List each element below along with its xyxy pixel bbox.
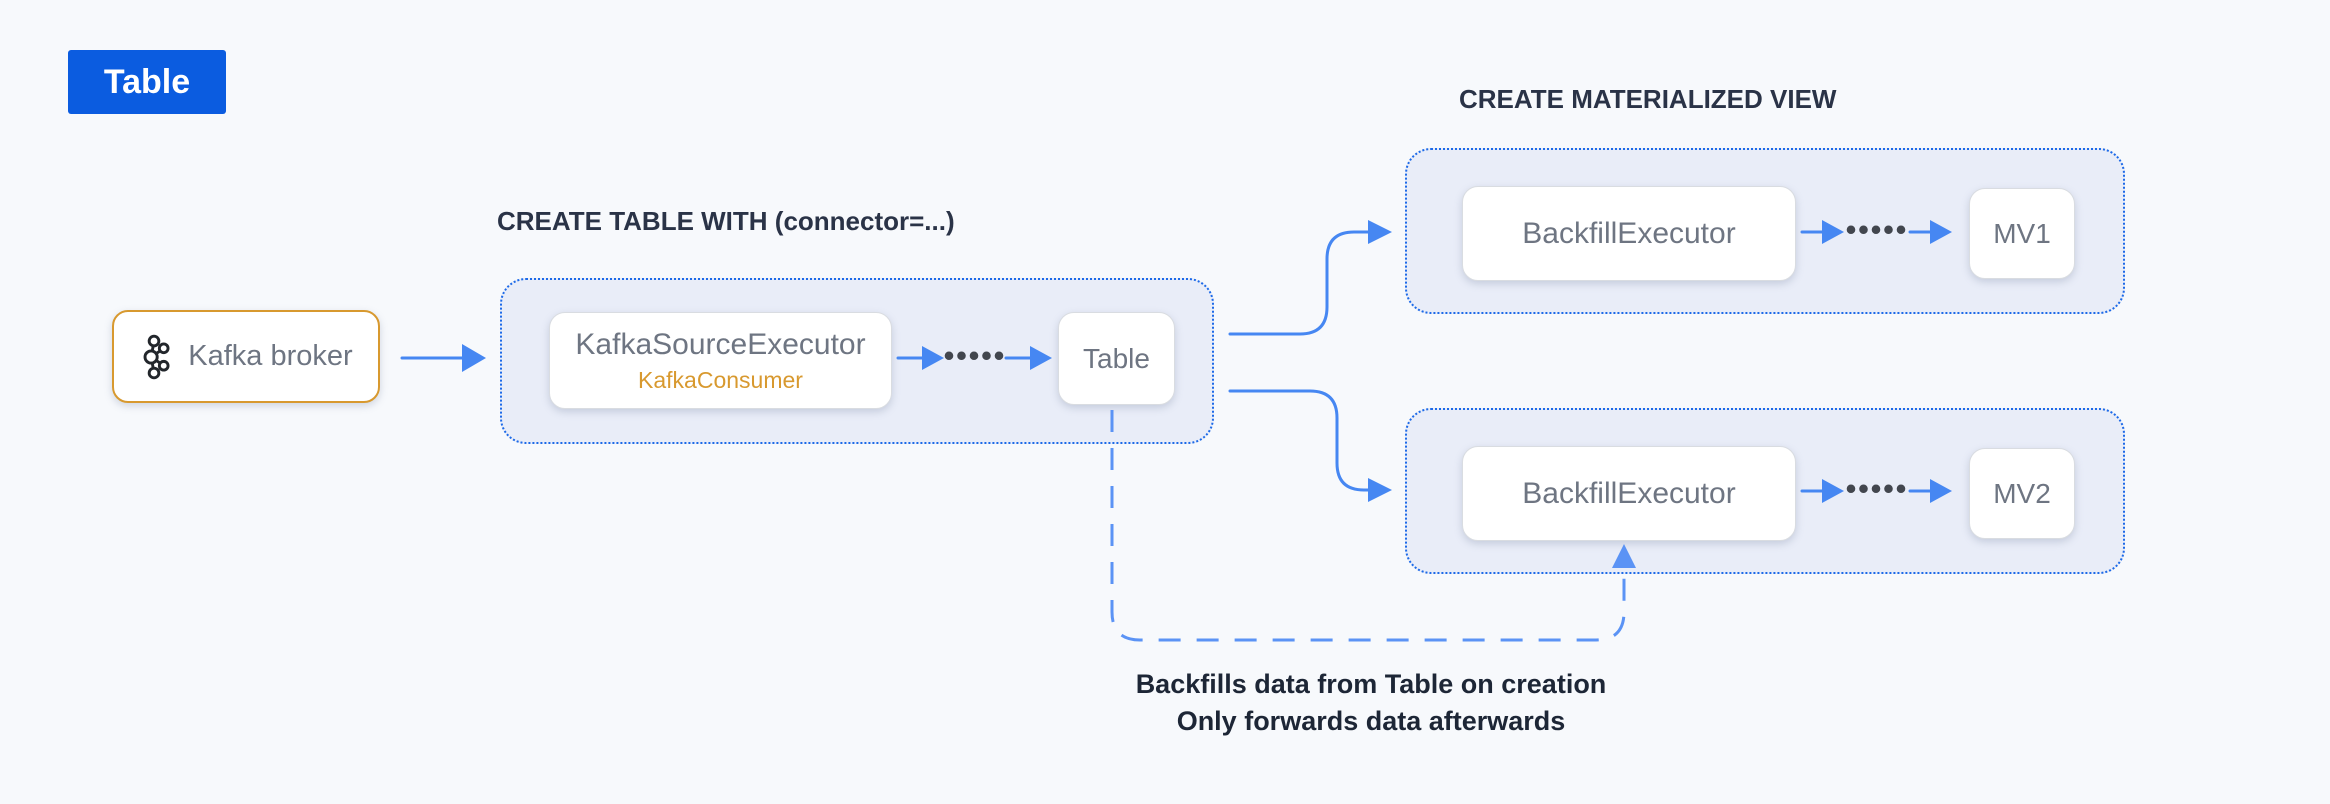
backfill-note-line1: Backfills data from Table on creation — [1135, 669, 1607, 699]
table-tab-badge[interactable]: Table — [68, 50, 226, 114]
materialized-view-2-container: BackfillExecutor MV2 — [1405, 408, 2125, 574]
materialized-view-1-container: BackfillExecutor MV1 — [1405, 148, 2125, 314]
create-mv-heading: CREATE MATERIALIZED VIEW — [1459, 84, 1837, 114]
create-table-container: KafkaSourceExecutor KafkaConsumer Table — [500, 278, 1214, 444]
kafka-consumer-label: KafkaConsumer — [638, 366, 803, 393]
backfill-executor-2-node: BackfillExecutor — [1462, 446, 1796, 541]
kafka-broker-label: Kafka broker — [188, 340, 353, 372]
kafka-icon — [143, 334, 170, 379]
backfill-note: Backfills data from Table on creation On… — [1071, 666, 1671, 740]
backfill-executor-1-node: BackfillExecutor — [1462, 186, 1796, 281]
table-to-mv2-arrowhead — [1368, 478, 1392, 502]
kafka-to-table-arrowhead — [462, 344, 486, 372]
mv1-node: MV1 — [1969, 188, 2075, 279]
create-table-heading: CREATE TABLE WITH (connector=...) — [497, 206, 955, 236]
backfill-executor-2-label: BackfillExecutor — [1522, 476, 1736, 510]
kafka-broker-node: Kafka broker — [112, 310, 380, 403]
mv2-label: MV2 — [1993, 477, 2051, 509]
kafka-source-executor-node: KafkaSourceExecutor KafkaConsumer — [549, 312, 892, 409]
kafka-source-executor-label: KafkaSourceExecutor — [575, 327, 866, 361]
backfill-note-line2: Only forwards data afterwards — [1176, 706, 1566, 736]
table-node-label: Table — [1083, 342, 1150, 374]
table-to-mv1-branch-line — [1228, 230, 1370, 336]
table-node: Table — [1058, 312, 1175, 405]
table-to-mv1-arrowhead — [1368, 220, 1392, 244]
table-to-mv2-branch-line — [1228, 389, 1370, 492]
ellipsis-dots-mv1-row: ••••• — [1845, 213, 1909, 247]
mv2-node: MV2 — [1969, 448, 2075, 539]
mv1-label: MV1 — [1993, 217, 2051, 249]
backfill-executor-1-label: BackfillExecutor — [1522, 216, 1736, 250]
ellipsis-dots-table-row: ••••• — [943, 339, 1007, 373]
ellipsis-dots-mv2-row: ••••• — [1845, 472, 1909, 506]
